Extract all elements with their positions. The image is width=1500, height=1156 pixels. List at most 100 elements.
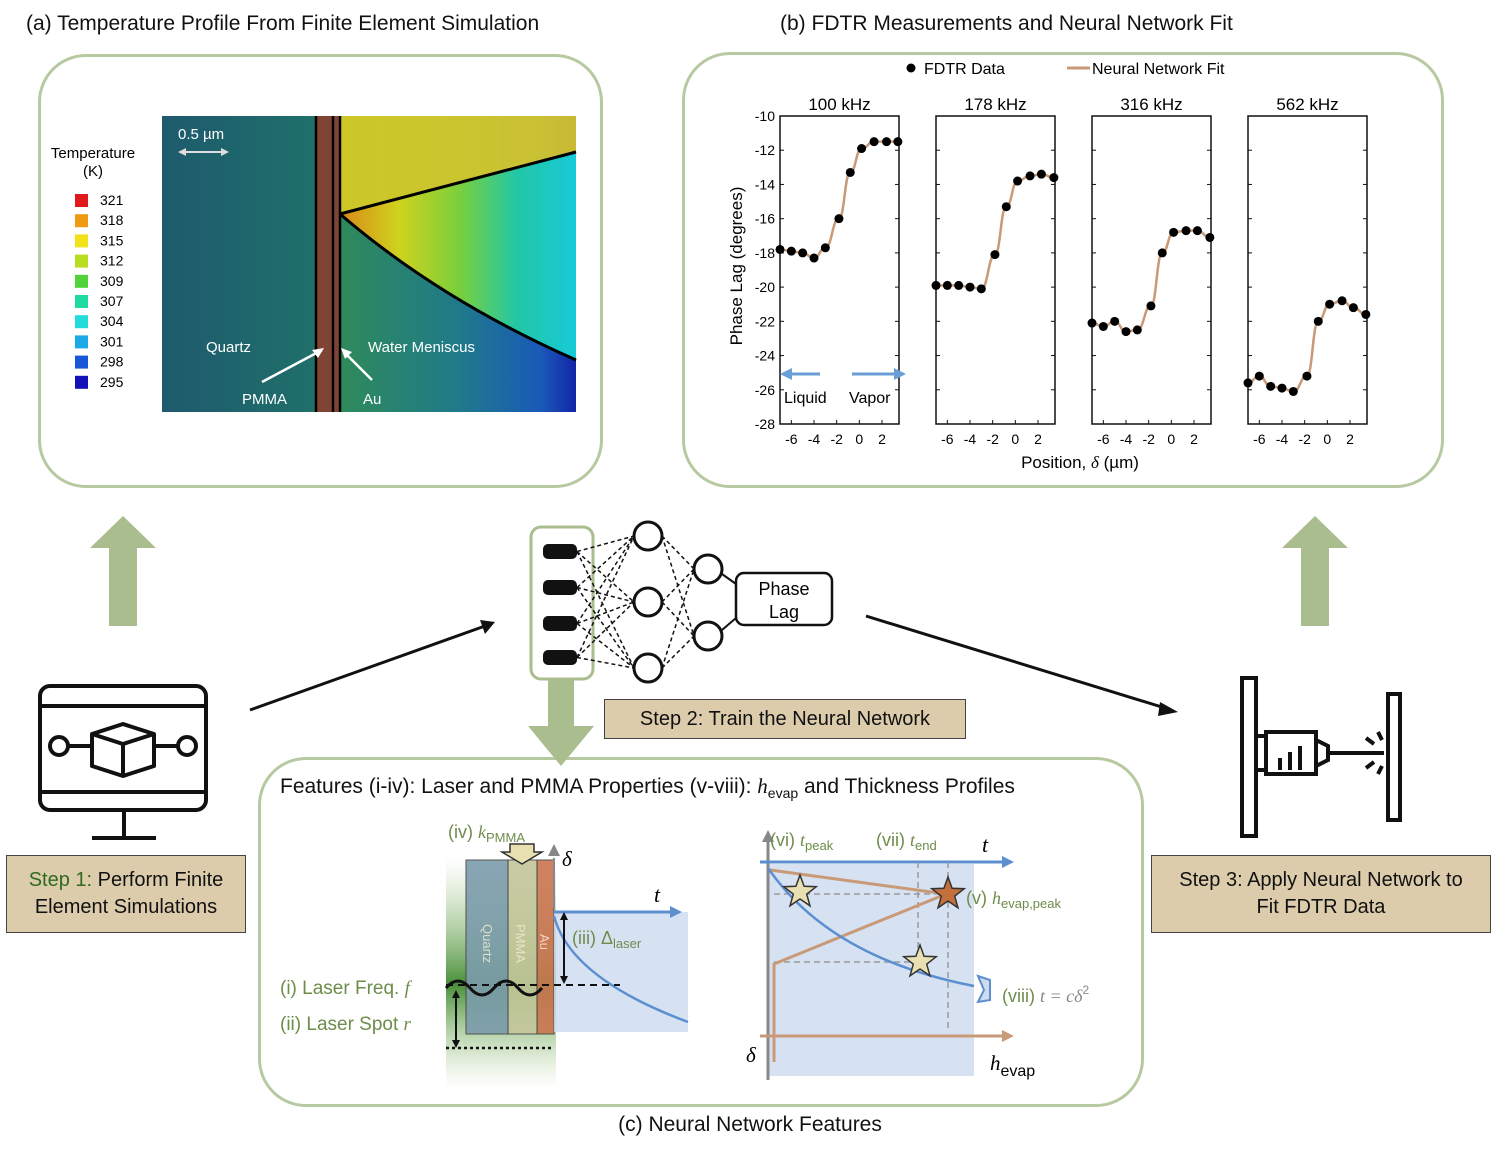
pmma-layer-label: PMMA — [513, 924, 528, 963]
nn-edge — [576, 586, 635, 603]
legend-data-marker — [906, 63, 916, 73]
x-tick-label: -4 — [1276, 431, 1289, 447]
input-node — [543, 580, 577, 595]
panel-c-frame — [258, 757, 1144, 1107]
down-arrow-center — [528, 676, 594, 766]
data-point — [954, 280, 964, 290]
colorbar-swatch — [75, 194, 88, 207]
panel-a-title: (a) Temperature Profile From Finite Elem… — [26, 12, 540, 35]
hidden-node — [632, 586, 664, 618]
colorbar-swatch — [75, 274, 88, 288]
data-point — [809, 253, 819, 263]
quartz-label: Quartz — [206, 339, 251, 356]
data-point — [1288, 386, 1298, 396]
y-axis-label: Phase Lag (degrees) — [727, 187, 746, 346]
nn-edge — [661, 568, 695, 669]
t-symbol-right: t — [982, 832, 989, 857]
colorbar-label: 298 — [100, 354, 124, 370]
data-point — [1266, 381, 1276, 391]
nn-edge — [576, 601, 635, 625]
t-end-label: (vii) tend — [876, 830, 937, 853]
panel-c-diagrams: Quartz PMMA Au (iv) kPMMA δ t (iii) Δlas… — [280, 822, 1090, 1088]
nn-edge — [576, 535, 635, 624]
x-tick-label: -6 — [1097, 431, 1110, 447]
colorbar-swatch — [75, 214, 88, 228]
colorbar-title: Temperature — [51, 145, 135, 162]
step1-prefix: Step 1: — [28, 869, 93, 891]
x-tick-label: -2 — [830, 431, 843, 447]
subplot-frame — [935, 115, 1056, 425]
data-point — [1087, 318, 1097, 328]
nn-edge — [576, 535, 635, 589]
output-node — [734, 571, 834, 627]
output-label-2: Lag — [769, 602, 799, 622]
nn-edge — [576, 601, 635, 659]
data-point — [798, 248, 808, 258]
y-tick-label: -24 — [755, 348, 775, 364]
data-point — [1132, 325, 1142, 335]
data-point — [1192, 226, 1202, 236]
step2-box: Step 2: Train the Neural Network — [604, 699, 966, 739]
fdtr-chart: FDTR Data Neural Network Fit Phase Lag (… — [727, 61, 1371, 472]
viii-arrow — [976, 974, 991, 1004]
hidden-node — [692, 553, 724, 585]
panel-c-caption: (c) Neural Network Features — [618, 1113, 882, 1136]
water-meniscus-region — [340, 152, 576, 360]
laser-spot-label: (ii) Laser Spot r — [280, 1014, 412, 1035]
nn-edge — [661, 568, 695, 603]
k-pmma-label: (iv) kPMMA — [448, 822, 525, 845]
hidden-node — [632, 652, 664, 684]
y-tick-label: -10 — [755, 108, 775, 124]
hidden-node — [632, 520, 664, 552]
scale-bar-label: 0.5 µm — [178, 126, 224, 143]
data-point — [775, 244, 785, 254]
delta-laser-label: (iii) Δlaser — [572, 928, 642, 951]
colorbar-label: 315 — [100, 232, 124, 248]
au-layer-label: Au — [537, 934, 552, 950]
data-point — [1157, 248, 1167, 258]
x-tick-label: -6 — [785, 431, 798, 447]
liquid-label: Liquid — [784, 390, 827, 407]
star-markers — [781, 872, 967, 978]
nn-edge — [576, 587, 635, 669]
hidden-node — [692, 620, 724, 652]
star-end-time — [901, 942, 939, 978]
subplot-title: 316 kHz — [1120, 95, 1182, 114]
step3-line2: Fit FDTR Data — [1256, 896, 1386, 918]
x-tick-label: 0 — [1323, 431, 1331, 447]
data-point — [857, 144, 867, 154]
x-tick-label: 2 — [1034, 431, 1042, 447]
colorbar-label: 307 — [100, 293, 124, 309]
data-point — [1277, 383, 1287, 393]
subplot-frame — [1247, 115, 1368, 425]
data-point — [1205, 232, 1215, 242]
colorbar-label: 309 — [100, 273, 124, 289]
colorbar-label: 321 — [100, 192, 124, 208]
data-point — [1146, 301, 1156, 311]
data-point — [976, 284, 986, 294]
y-tick-label: -28 — [755, 416, 775, 432]
x-tick-label: -6 — [1253, 431, 1266, 447]
subplot-frame — [1091, 115, 1212, 425]
star-peak-time — [781, 872, 819, 908]
subplot-title: 100 kHz — [808, 95, 870, 114]
nn-edge — [576, 535, 635, 658]
y-tick-label: -22 — [755, 313, 775, 329]
colorbar-swatch — [75, 355, 88, 369]
nn-edge — [661, 635, 695, 669]
input-node — [543, 616, 577, 631]
data-point — [834, 214, 844, 224]
data-point — [1181, 226, 1191, 236]
panel-c-header: Features (i-iv): Laser and PMMA Properti… — [280, 774, 1015, 802]
colorbar-label: 318 — [100, 212, 124, 228]
up-arrow-right — [1282, 516, 1348, 626]
data-point — [965, 282, 975, 292]
data-point — [1013, 176, 1023, 186]
data-point — [1049, 173, 1059, 183]
colorbar-label: 295 — [100, 374, 124, 390]
colorbar-swatch — [75, 335, 88, 349]
data-point — [931, 280, 941, 290]
input-layer-frame — [529, 525, 595, 681]
thickness-curve-right — [766, 867, 975, 988]
